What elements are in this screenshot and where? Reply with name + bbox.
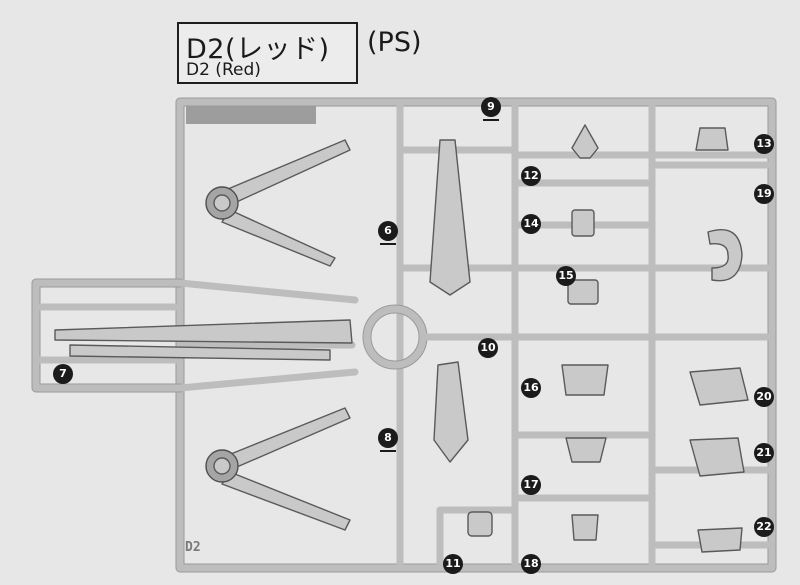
part-20-badge: 20 bbox=[754, 387, 774, 407]
part-7-badge: 7 bbox=[53, 364, 73, 384]
part-6-badge: 6 bbox=[378, 221, 398, 245]
part-17-shape bbox=[565, 437, 607, 463]
material-label: (PS) bbox=[367, 27, 422, 58]
part-6-shape bbox=[205, 139, 351, 267]
part-10-badge: 10 bbox=[478, 338, 498, 358]
runner-title-japanese: D2(レッド) bbox=[186, 34, 330, 65]
part-9-shape bbox=[429, 139, 471, 296]
part-22-badge: 22 bbox=[754, 517, 774, 537]
runner-frame bbox=[31, 97, 777, 573]
part-9-badge: 9 bbox=[481, 97, 501, 121]
part-16-badge: 16 bbox=[521, 378, 541, 398]
part-8-shape bbox=[205, 407, 351, 531]
runner-title-box: D2(レッド) D2 (Red) bbox=[177, 22, 358, 84]
part-13-badge: 13 bbox=[754, 134, 774, 154]
part-20-shape bbox=[689, 367, 749, 406]
part-12-shape bbox=[571, 124, 599, 159]
runner-title-english: D2 (Red) bbox=[186, 60, 261, 80]
part-18-badge: 18 bbox=[521, 554, 541, 574]
part-8-badge: 8 bbox=[378, 428, 398, 452]
part-15-badge: 15 bbox=[556, 266, 576, 286]
part-14-shape bbox=[571, 209, 595, 237]
part-21-badge: 21 bbox=[754, 443, 774, 463]
part-7-shape bbox=[54, 319, 353, 361]
part-17-badge: 17 bbox=[521, 475, 541, 495]
part-19-shape bbox=[707, 228, 743, 282]
part-13-shape bbox=[695, 127, 729, 151]
part-19-badge: 19 bbox=[754, 184, 774, 204]
part-10-shape bbox=[433, 361, 469, 463]
part-16-shape bbox=[561, 364, 609, 396]
runner-code-stamp: D2 bbox=[185, 540, 201, 555]
part-12-badge: 12 bbox=[521, 166, 541, 186]
part-11-shape bbox=[467, 511, 493, 537]
part-11-badge: 11 bbox=[443, 554, 463, 574]
part-21-shape bbox=[689, 437, 745, 477]
part-14-badge: 14 bbox=[521, 214, 541, 234]
runner-tab bbox=[186, 104, 316, 124]
part-22-shape bbox=[697, 527, 743, 553]
part-15-shape bbox=[567, 279, 599, 305]
part-18-shape bbox=[571, 514, 599, 541]
